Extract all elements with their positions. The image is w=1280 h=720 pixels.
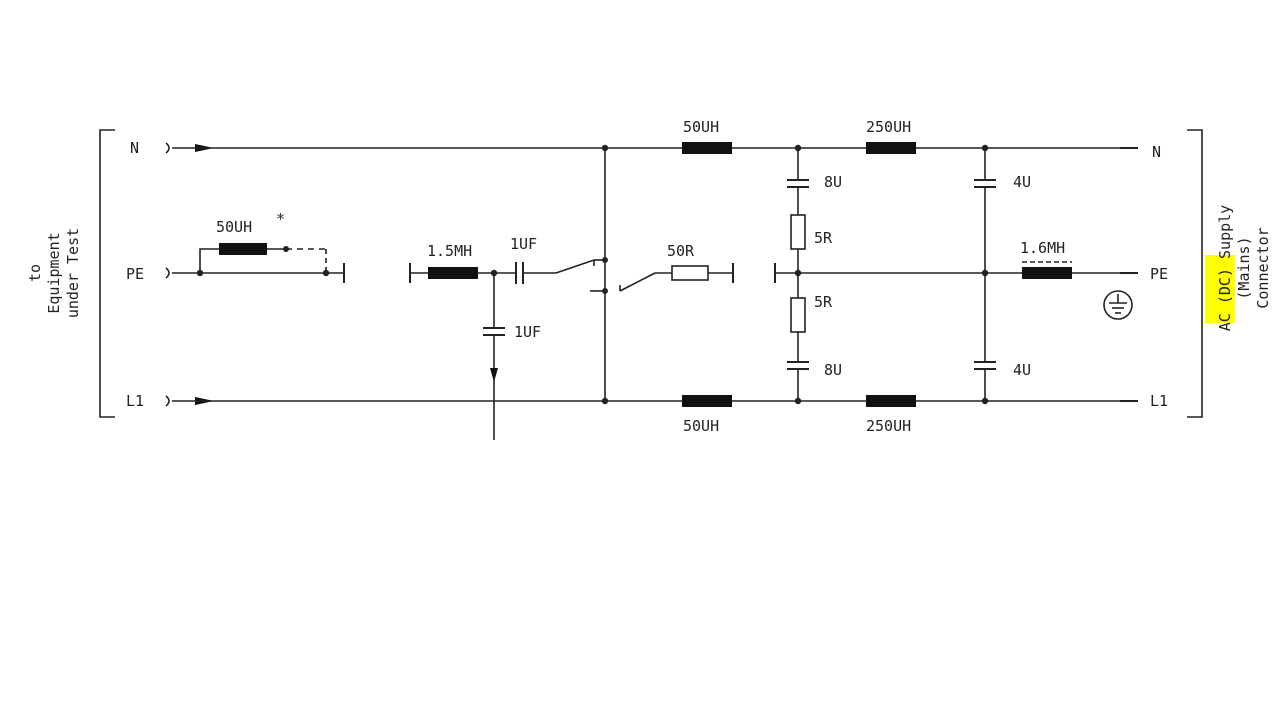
l1-inductor-2-label: 250UH (866, 417, 911, 435)
left-side-label-line1: to (26, 264, 44, 282)
n-inductor-250uh (866, 142, 916, 154)
pe-middle-section (409, 257, 734, 440)
series-capacitor-label: 1UF (510, 235, 537, 253)
right-terminal-n: N (1152, 143, 1161, 161)
dc-highlight (1205, 255, 1235, 323)
resistor-50r-label: 50R (667, 242, 695, 260)
right-label-ac: AC (1216, 304, 1234, 331)
res-top-label: 5R (814, 229, 833, 247)
pe-inductor-label: 50UH (216, 218, 252, 236)
n-line (165, 142, 1138, 154)
shunt-network-798 (787, 148, 809, 401)
n-inductor-1-label: 50UH (683, 118, 719, 136)
pe-inductor-right-label: 1.6MH (1020, 239, 1065, 257)
left-terminal-pe: PE (126, 265, 144, 283)
left-terminal-n: N (130, 139, 139, 157)
pe-inductor-50uh (219, 243, 267, 255)
series-inductor-1-5mh (428, 267, 478, 279)
l1-inductor-50uh (682, 395, 732, 407)
pe-inductor-mark: * (276, 210, 285, 228)
cap-n-left-label: 8U (824, 173, 842, 191)
ground-icon (1103, 290, 1133, 320)
left-bracket (99, 129, 115, 418)
left-terminal-l1: L1 (126, 392, 144, 410)
series-inductor-label: 1.5MH (427, 242, 472, 260)
right-side-label-line3: Connector (1254, 227, 1272, 308)
pe-inductor-1-6mh (1022, 267, 1072, 279)
l1-inductor-1-label: 50UH (683, 417, 719, 435)
right-terminal-pe: PE (1150, 265, 1168, 283)
cap-n-right-label: 4U (1013, 173, 1031, 191)
pe-left-section (165, 243, 345, 283)
right-terminal-l1: L1 (1150, 392, 1168, 410)
n-inductor-2-label: 250UH (866, 118, 911, 136)
l1-inductor-250uh (866, 395, 916, 407)
pe-right-section (774, 261, 1138, 320)
cap-l1-right-label: 4U (1013, 361, 1031, 379)
shunt-network-985 (974, 148, 996, 401)
left-side-label-line2: Equipment (45, 232, 63, 313)
right-side-label: AC (DC) Supply (Mains) Connector (1216, 205, 1272, 331)
res-bottom-label: 5R (814, 293, 833, 311)
right-label-supply: Supply (1216, 205, 1234, 268)
n-inductor-50uh (682, 142, 732, 154)
down-arrow-icon (490, 368, 498, 382)
right-label-dc-highlight: (DC) (1216, 268, 1234, 304)
cap-l1-left-label: 8U (824, 361, 842, 379)
l1-line (165, 395, 1138, 407)
resistor-50r (671, 265, 709, 281)
right-side-label-line2: (Mains) (1235, 236, 1253, 299)
svg-text:AC (DC) Supply: AC (DC) Supply (1216, 205, 1234, 331)
left-side-label-line3: under Test (64, 228, 82, 318)
left-side-label: to Equipment under Test (26, 228, 82, 318)
shunt-capacitor-label: 1UF (514, 323, 541, 341)
right-bracket (1187, 129, 1203, 418)
